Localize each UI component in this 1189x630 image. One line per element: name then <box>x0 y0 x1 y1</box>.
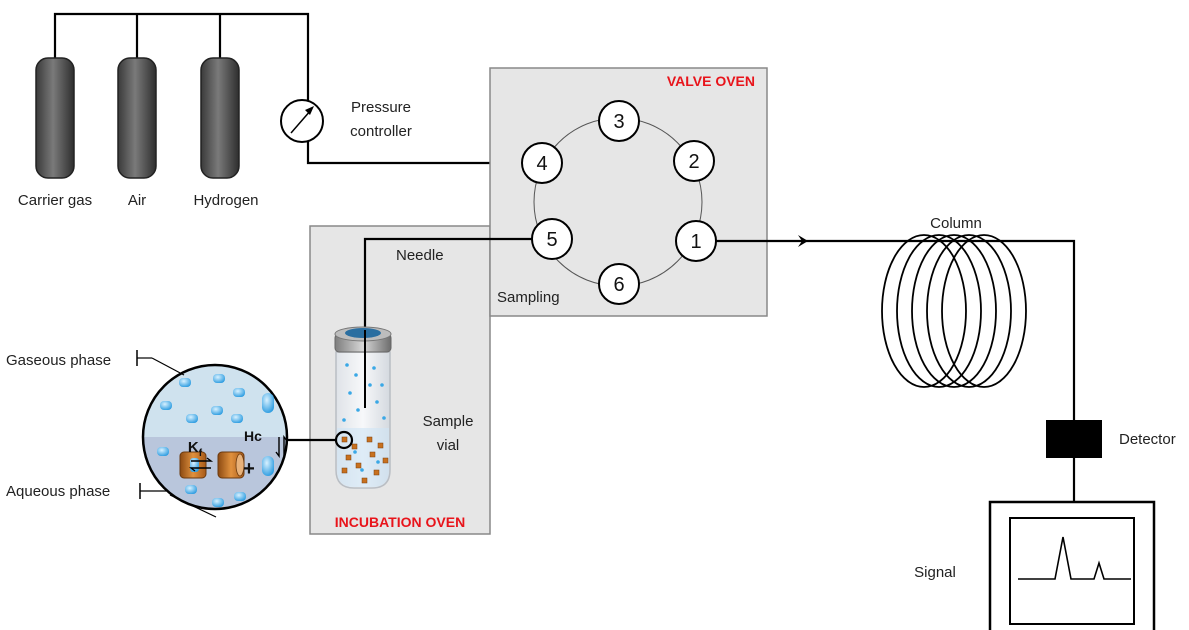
phase-zoom-circle <box>141 363 289 511</box>
sample-vial <box>334 326 392 489</box>
svg-text:6: 6 <box>613 274 624 296</box>
signal-monitor <box>988 500 1156 630</box>
pressure-controller-label-2: controller <box>350 123 412 140</box>
column-coil <box>881 234 1027 388</box>
valve-port-3: 3 <box>598 100 640 142</box>
hc-label: Hc <box>244 428 262 444</box>
gas-manifold <box>53 12 533 165</box>
carrier-gas-label: Carrier gas <box>18 192 92 209</box>
flow-arrow-icon <box>798 235 808 247</box>
valve-port-2: 2 <box>673 140 715 182</box>
svg-text:2: 2 <box>688 151 699 173</box>
column-line <box>716 239 1076 420</box>
valve-port-1: 1 <box>675 220 717 262</box>
needle-label: Needle <box>396 247 444 264</box>
pressure-controller-label-1: Pressure <box>351 99 411 116</box>
pressure-gauge-icon <box>280 99 324 143</box>
gaseous-phase-callout <box>136 350 185 376</box>
carrier-gas-cylinder <box>35 57 75 179</box>
incubation-oven-title: INCUBATION OVEN <box>335 514 465 530</box>
svg-text:5: 5 <box>546 229 557 251</box>
svg-text:1: 1 <box>690 231 701 253</box>
hydrogen-cylinder <box>200 57 240 179</box>
valve-port-5: 5 <box>531 218 573 260</box>
sample-vial-label-2: vial <box>437 437 460 454</box>
svg-text:4: 4 <box>536 153 547 175</box>
column-label: Column <box>930 215 982 232</box>
air-label: Air <box>128 192 146 209</box>
sample-vial-label-1: Sample <box>423 413 474 430</box>
zoom-marker <box>334 430 354 450</box>
detector-block <box>1046 420 1102 458</box>
valve-port-4: 4 <box>521 142 563 184</box>
needle-line <box>363 237 533 330</box>
aqueous-phase-callout <box>139 483 217 518</box>
sampling-label: Sampling <box>497 289 560 306</box>
gaseous-phase-label: Gaseous phase <box>6 352 111 369</box>
hydrogen-label: Hydrogen <box>193 192 258 209</box>
valve-oven-title: VALVE OVEN <box>667 73 755 89</box>
svg-text:3: 3 <box>613 111 624 133</box>
valve-port-6: 6 <box>598 263 640 305</box>
plus-sign: + <box>243 458 255 480</box>
detector-label: Detector <box>1119 431 1176 448</box>
aqueous-phase-label: Aqueous phase <box>6 483 110 500</box>
kf-label: Kf <box>188 439 203 459</box>
signal-label: Signal <box>914 564 956 581</box>
air-cylinder <box>117 57 157 179</box>
